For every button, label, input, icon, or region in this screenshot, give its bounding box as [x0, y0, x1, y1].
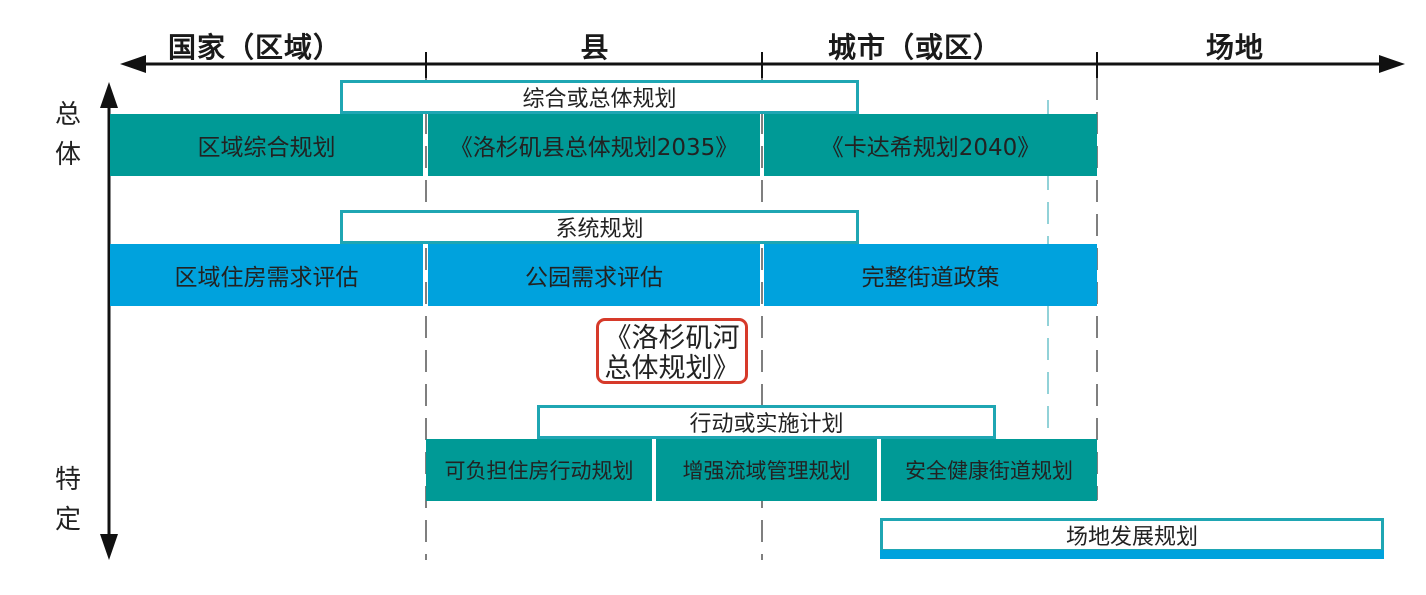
plan-cudahy-2040: 《卡达希规划2040》 — [764, 114, 1097, 176]
plan-site-development: 场地发展规划 — [880, 518, 1384, 552]
plan-watershed-management: 增强流域管理规划 — [656, 439, 877, 501]
group-title-comprehensive: 综合或总体规划 — [340, 80, 859, 114]
left-arrowhead-icon — [120, 55, 146, 73]
highlight-line-2: 总体规划》 — [604, 353, 740, 384]
site-development-bar — [880, 550, 1384, 559]
group-title-system: 系统规划 — [340, 210, 859, 244]
axis-label-general: 总 体 — [48, 95, 88, 175]
plan-safe-healthy-streets: 安全健康街道规划 — [881, 439, 1097, 501]
axis-label-general-char: 体 — [54, 140, 81, 170]
plan-park-needs: 公园需求评估 — [428, 244, 760, 306]
up-arrowhead-icon — [100, 82, 118, 108]
column-header-national: 国家（区域） — [167, 31, 342, 64]
column-header-site: 场地 — [1205, 31, 1264, 64]
plan-regional-housing-needs: 区域住房需求评估 — [110, 244, 423, 306]
plan-affordable-housing-action: 可负担住房行动规划 — [426, 439, 652, 501]
column-header-county: 县 — [580, 31, 610, 64]
plan-regional-comprehensive: 区域综合规划 — [110, 114, 423, 176]
plan-complete-streets: 完整街道政策 — [764, 244, 1097, 306]
axis-label-specific: 特 定 — [48, 460, 88, 540]
highlight-line-1: 《洛杉矶河 — [604, 323, 740, 354]
down-arrowhead-icon — [100, 534, 118, 560]
column-header-city: 城市（或区） — [827, 31, 1002, 64]
axis-label-general-char: 总 — [54, 100, 81, 130]
axis-label-specific-char: 定 — [54, 505, 81, 535]
right-arrowhead-icon — [1379, 55, 1405, 73]
plan-la-county-general-2035: 《洛杉矶县总体规划2035》 — [428, 114, 760, 176]
axis-label-specific-char: 特 — [54, 465, 81, 495]
group-title-action: 行动或实施计划 — [537, 405, 996, 439]
highlight-la-river-master-plan: 《洛杉矶河 总体规划》 — [596, 318, 748, 384]
